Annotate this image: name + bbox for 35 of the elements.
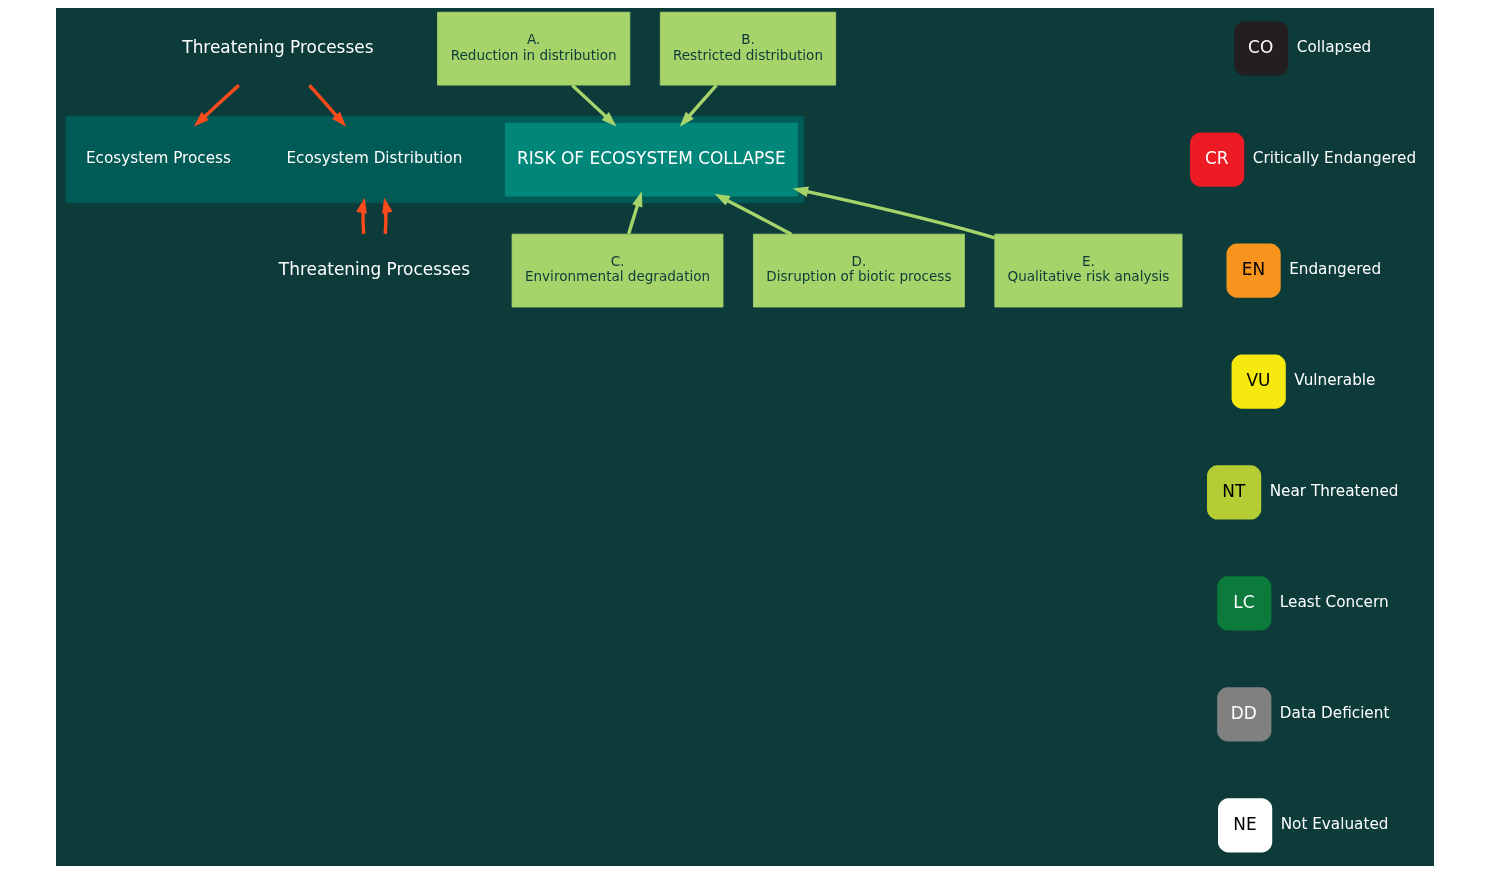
node-text: Ecosystem Distribution: [286, 149, 463, 168]
legend-label: Not Evaluated: [1280, 815, 1389, 834]
legend-label: Collapsed: [1296, 38, 1372, 57]
node-box: RISK OF ECOSYSTEM COLLAPSE: [504, 122, 798, 197]
arrow: [679, 84, 718, 127]
label: NT: [1222, 480, 1246, 501]
node-box: A. Reduction in distribution: [437, 11, 631, 86]
arrow: [571, 84, 617, 127]
label: NE: [1233, 813, 1257, 834]
arrow: [193, 84, 240, 127]
label: VU: [1246, 369, 1271, 390]
arrow: [382, 197, 393, 234]
label: DD: [1230, 702, 1257, 723]
legend-label: Vulnerable: [1294, 371, 1376, 390]
node-text: Threatening Processes: [182, 36, 374, 57]
node-box: B. Restricted distribution: [659, 11, 837, 86]
legend-label: Endangered: [1289, 260, 1382, 279]
label: CR: [1204, 147, 1229, 168]
arrow: [627, 191, 643, 235]
legend-label: Critically Endangered: [1252, 149, 1417, 168]
legend-label: Least Concern: [1279, 593, 1389, 612]
arrow: [714, 193, 793, 236]
node-box: D. Disruption of biotic process: [753, 233, 965, 308]
node-text: Threatening Processes: [278, 258, 471, 279]
label: CO: [1248, 36, 1274, 57]
arrow: [308, 84, 347, 127]
node-box: C. Environmental degradation: [511, 233, 724, 308]
node-text: Ecosystem Process: [85, 149, 232, 168]
legend-label: Near Threatened: [1269, 482, 1399, 501]
arrow: [792, 186, 996, 240]
arrow: [356, 197, 367, 234]
legend-label: Data Deficient: [1279, 704, 1390, 723]
node-box: E. Qualitative risk analysis: [994, 233, 1183, 308]
label: LC: [1233, 591, 1255, 612]
label: EN: [1241, 258, 1266, 279]
